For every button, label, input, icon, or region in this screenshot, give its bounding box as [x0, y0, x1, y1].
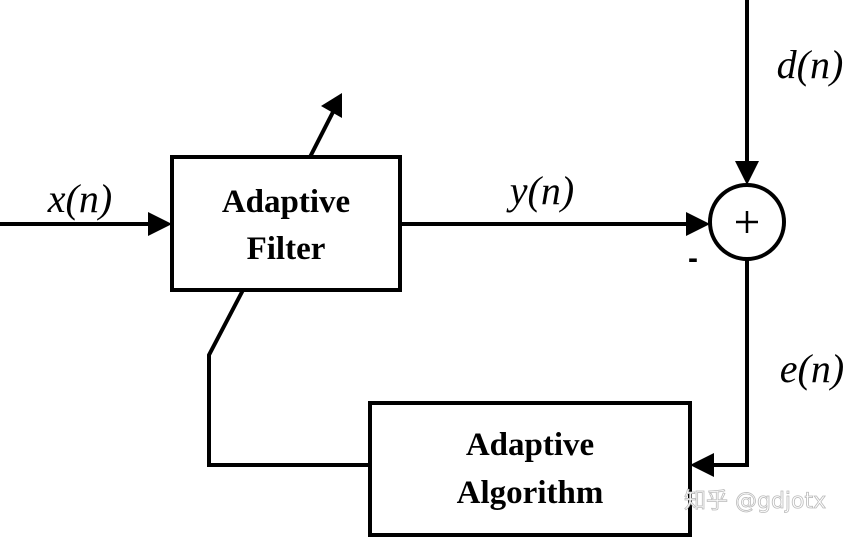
algorithm-label-line1: Adaptive	[466, 427, 594, 463]
adaptive-algorithm-block	[368, 401, 692, 537]
adjustment-arrowhead	[321, 93, 342, 118]
adaptive-filter-block	[170, 155, 402, 292]
error-signal-label: e(n)	[780, 346, 844, 391]
watermark: 知乎 @gdjotx	[684, 489, 826, 514]
error-arrowhead	[690, 453, 714, 477]
feedback-line	[207, 289, 370, 467]
filter-label-line1: Adaptive	[222, 184, 350, 220]
output-signal-label: y(n)	[506, 168, 574, 213]
filter-label-line2: Filter	[247, 231, 326, 267]
adjustment-line	[308, 111, 335, 158]
desired-arrowhead	[735, 161, 759, 185]
input-arrowhead	[148, 212, 172, 236]
output-arrowhead	[686, 212, 710, 236]
algorithm-label-line2: Algorithm	[457, 475, 604, 511]
input-signal-label: x(n)	[47, 176, 112, 221]
desired-signal-label: d(n)	[777, 42, 844, 87]
minus-sign: -	[688, 242, 698, 275]
error-line	[712, 259, 749, 467]
